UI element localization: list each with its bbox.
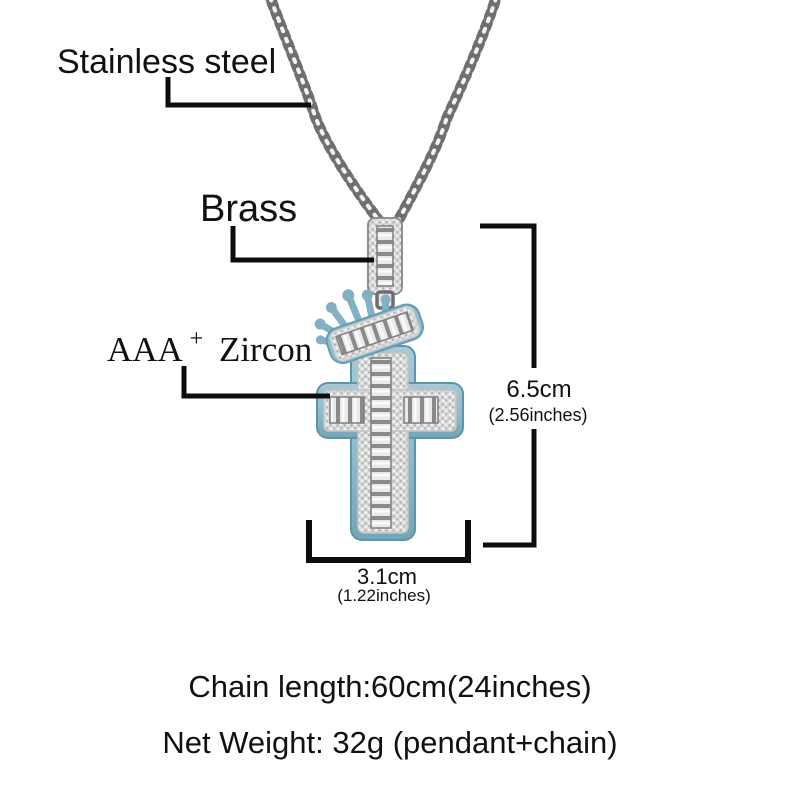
width-dimension: 3.1cm (1.22inches): [306, 520, 471, 605]
rope-chain: [265, 0, 502, 229]
zircon-label: AAA + Zircon: [107, 315, 312, 369]
center-baguette-column: [370, 357, 392, 529]
height-value: 6.5cm: [506, 376, 571, 403]
width-inches: (1.22inches): [337, 586, 431, 605]
left-arm-baguettes: [329, 396, 365, 424]
crown-baguette-band: [335, 311, 415, 356]
width-value: 3.1cm: [357, 564, 417, 589]
crown: [314, 289, 424, 365]
right-arm-baguettes: [403, 396, 439, 424]
brass-pointer-line: [230, 226, 374, 263]
net-weight-text: Net Weight: 32g (pendant+chain): [162, 725, 617, 760]
zircon-label-rest: Zircon: [219, 330, 312, 369]
bail: [367, 217, 403, 310]
chain-length-text: Chain length:60cm(24inches): [188, 669, 591, 704]
zircon-pointer-line: [181, 366, 330, 399]
stainless-steel-label: Stainless steel: [57, 43, 276, 81]
rope-chain-right-strand: [391, 0, 502, 229]
rope-chain-left-strand: [265, 0, 387, 229]
zircon-label-superscript: +: [190, 326, 204, 352]
cross-pendant: [316, 345, 464, 541]
brass-label: Brass: [200, 188, 297, 230]
stainless-steel-pointer-line: [165, 77, 311, 108]
zircon-label-base: AAA: [107, 330, 184, 369]
height-dimension: 6.5cm (2.56inches): [480, 223, 588, 548]
height-inches: (2.56inches): [488, 405, 587, 425]
